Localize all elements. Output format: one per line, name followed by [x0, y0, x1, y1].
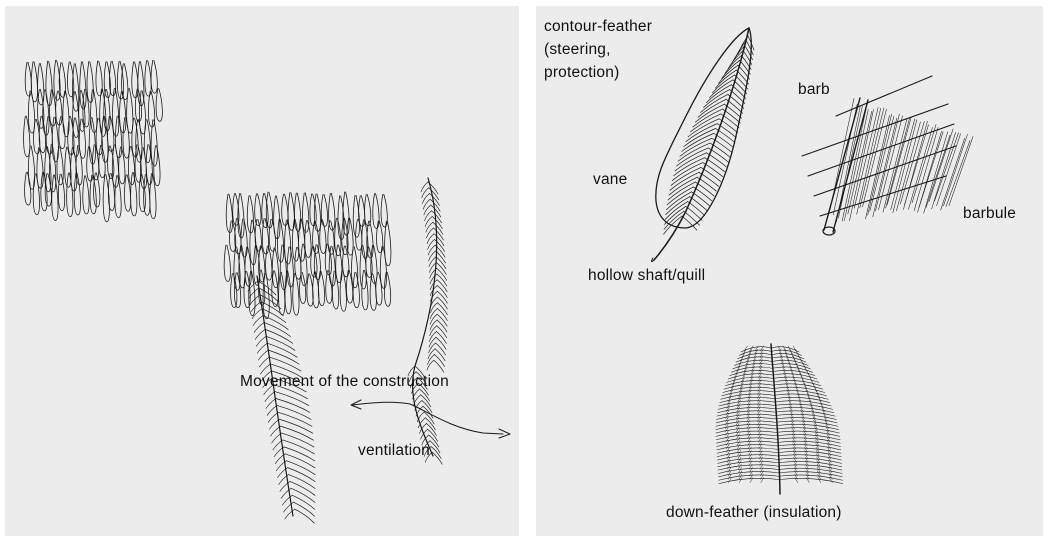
feather-construction-sketch — [5, 6, 519, 536]
right-panel: contour-feather (steering, protection) v… — [536, 6, 1043, 536]
hanging-feather — [248, 276, 315, 523]
left-panel: Movement of the construction ventilation — [5, 6, 519, 536]
barb-label: barb — [798, 80, 830, 100]
shaft-label: hollow shaft/quill — [588, 266, 705, 286]
contour-feather-barbs — [664, 36, 754, 234]
movement-label: Movement of the construction — [240, 372, 449, 392]
tall-feather — [408, 178, 447, 464]
barbule-label: barbule — [963, 204, 1016, 224]
scale-patch-small — [24, 60, 163, 221]
ventilation-label: ventilation — [358, 441, 430, 461]
down-feather-label: down-feather (insulation) — [666, 503, 842, 523]
scale-patch-large — [224, 192, 391, 319]
contour-feather-label: contour-feather (steering, protection) — [544, 15, 652, 84]
vane-label: vane — [593, 170, 627, 190]
